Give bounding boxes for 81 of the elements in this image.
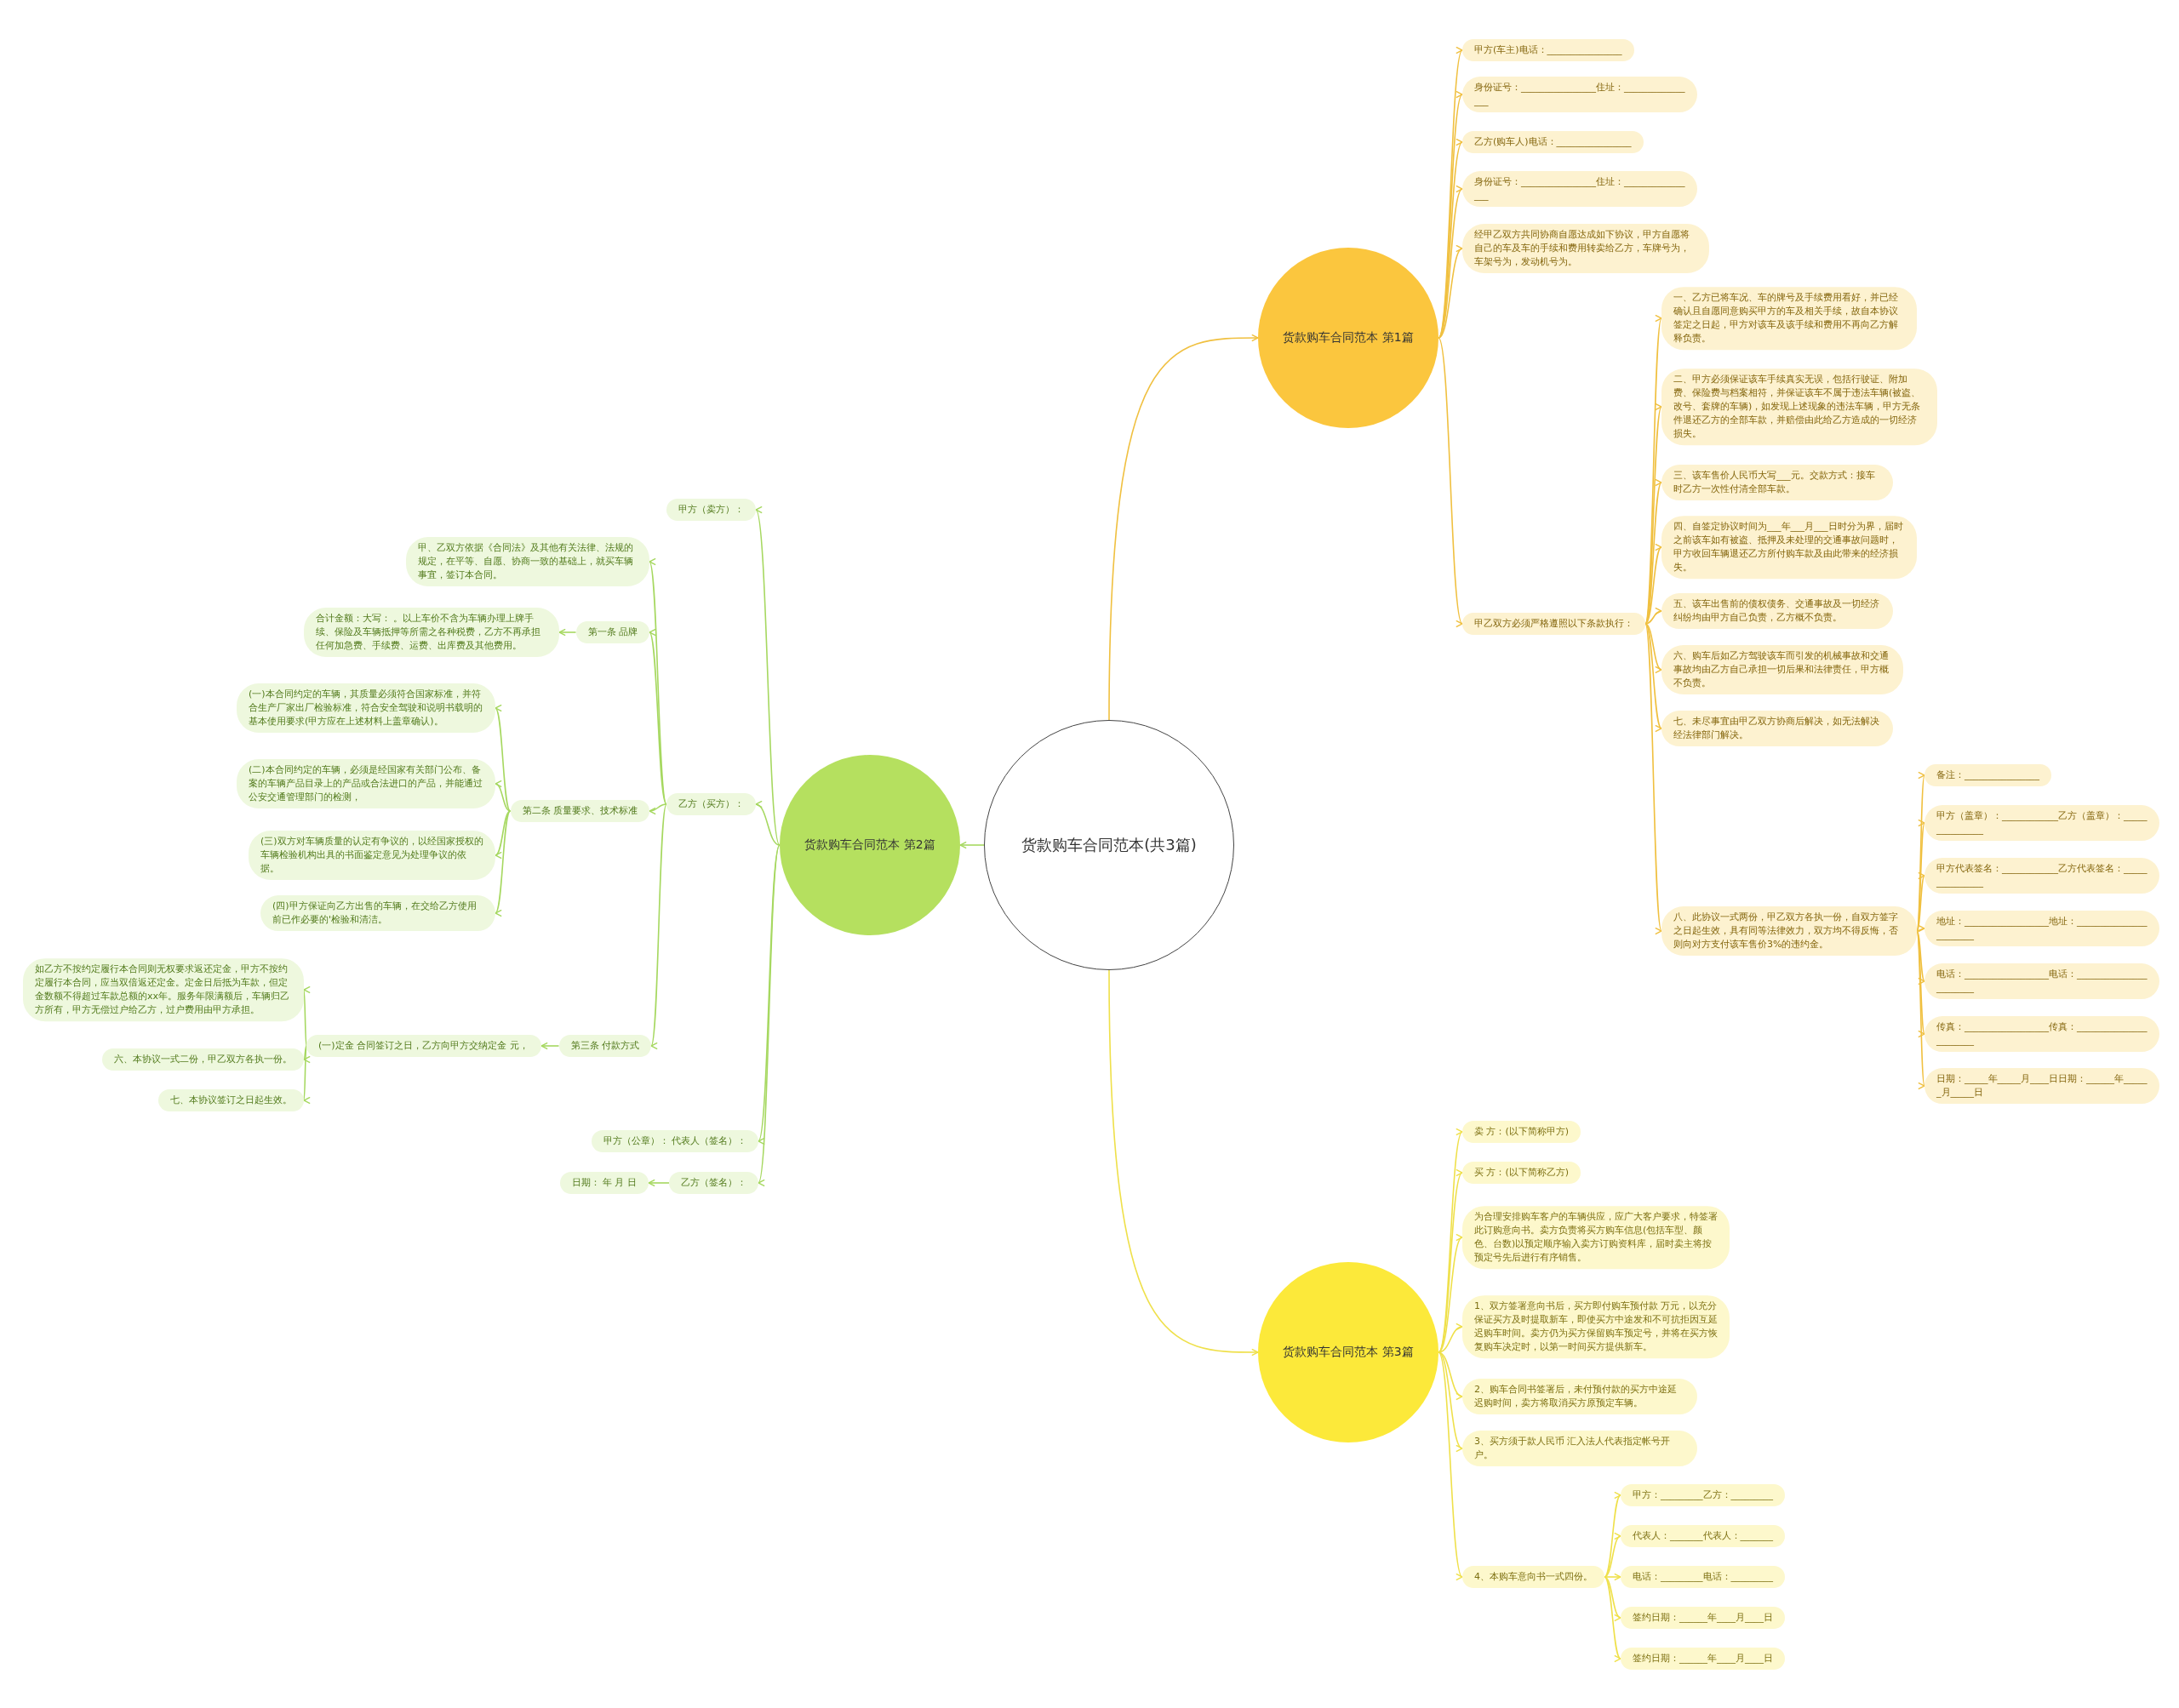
topic-bubble: 七、未尽事宜由甲乙双方协商后解决，如无法解决经法律部门解决。 — [1661, 711, 1893, 746]
connector-arrow — [1438, 1324, 1463, 1353]
topic-bubble: 代表人：_______代表人：_______ — [1621, 1525, 1785, 1547]
topic-bubble: 买 方：(以下简称乙方) — [1462, 1162, 1581, 1184]
topic-bubble: 八、此协议一式两份，甲乙双方各执一份，自双方签字之日起生效，具有同等法律效力，双方均不得反悔，否则向对方支付该车售价3%的违约金。 — [1661, 906, 1917, 956]
topic-bubble: 甲方代表签名：____________乙方代表签名：_______________ — [1924, 858, 2159, 894]
topic-bubble: 日期：_____年_____月____日日期：______年______月_____日 — [1924, 1068, 2159, 1104]
topic-bubble: 为合理安排购车客户的车辆供应，应广大客户要求，特签署此订购意向书。卖方负责将买方购车信息(包括车型、颜色、台数)以预定顺序输入卖方订购资料库，届时卖主将按预定号先后进行有序销售。 — [1462, 1206, 1730, 1269]
branch-topic-circle: 货款购车合同范本 第1篇 — [1258, 248, 1438, 428]
connector-arrow — [1644, 608, 1662, 625]
connector-arrow — [1916, 875, 1925, 932]
topic-bubble: (一)本合同约定的车辆，其质量必须符合国家标准，并符合生产厂家出厂检验标准，符合安全驾驶和说明书载明的基本使用要求(甲方应在上述材料上盖章确认)。 — [237, 683, 495, 733]
connector-arrow — [1604, 1573, 1621, 1581]
topic-bubble: 第三条 付款方式 — [558, 1035, 651, 1057]
topic-bubble: 签约日期：______年____月____日 — [1621, 1648, 1785, 1670]
topic-bubble: 四、自签定协议时间为___年___月___日时分为界，届时之前该车如有被盗、抵押及未处理的交通事故问题时，甲方收回车辆退还乙方所付购车款及由此带来的经济损失。 — [1661, 516, 1917, 579]
topic-bubble: 备注：________________ — [1924, 764, 2051, 786]
topic-bubble: 合计金额：大写： 。以上车价不含为车辆办理上牌手续、保险及车辆抵押等所需之各种税费，乙方不再承担任何加急费、手续费、运费、出库费及其他费用。 — [304, 608, 559, 657]
topic-bubble: 经甲乙双方共同协商自愿达成如下协议，甲方自愿将自己的车及车的手续和费用转卖给乙方，车牌号为，车架号为，发动机号为。 — [1462, 224, 1709, 273]
connector-arrow — [1438, 188, 1463, 339]
connector-arrow — [649, 631, 667, 805]
connector-arrow — [495, 782, 512, 812]
topic-bubble: 甲、乙双方依据《合同法》及其他有关法律、法规的规定，在平等、自愿、协商一致的基础上，就买车辆事宜，签订本合同。 — [406, 537, 649, 586]
branch-topic-circle: 货款购车合同范本 第2篇 — [780, 755, 960, 935]
topic-bubble: 甲方：_________乙方：_________ — [1621, 1484, 1785, 1506]
topic-bubble: 乙方(购车人)电话：________________ — [1462, 131, 1644, 153]
topic-bubble: 4、本购车意向书一式四份。 — [1462, 1566, 1604, 1588]
topic-bubble: 第一条 品牌 — [575, 621, 649, 643]
connector-arrow — [1604, 1494, 1621, 1578]
topic-bubble: 2、购车合同书签署后，未付预付款的买方中途延迟购时间，卖方将取消买方原预定车辆。 — [1462, 1379, 1697, 1414]
topic-bubble: 甲方(车主)电话：________________ — [1462, 39, 1634, 61]
topic-bubble: 3、买方须于款人民币 汇入法人代表指定帐号开户。 — [1462, 1431, 1697, 1466]
topic-bubble: 日期： 年 月 日 — [559, 1172, 649, 1194]
connector-arrow — [1438, 94, 1463, 339]
topic-bubble: 三、该车售价人民币大写___元。交款方式：接车时乙方一次性付清全部车款。 — [1661, 465, 1893, 500]
topic-bubble: 电话：_________电话：_________ — [1621, 1566, 1785, 1588]
topic-bubble: 电话：__________________电话：_______________________ — [1924, 963, 2159, 999]
connector-arrow — [1916, 822, 1926, 932]
topic-bubble: (三)双方对车辆质量的认定有争议的，以经国家授权的车辆检验机构出具的书面鉴定意见为处理争议的依据。 — [249, 831, 495, 880]
topic-bubble: 六、购车后如乙方驾驶该车而引发的机械事故和交通事故均由乙方自己承担一切后果和法律责任，甲方概不负责。 — [1661, 645, 1903, 694]
connector-arrow — [1108, 969, 1259, 1357]
connector-arrow — [558, 628, 577, 637]
topic-bubble: 如乙方不按约定履行本合同则无权要求返还定金，甲方不按约定履行本合同，应当双倍返还定金。定金日后抵为车款，但定金数额不得超过车款总额的xx年。服务年限满额后，车辆归乙方所有，甲方无偿过户给乙方，过户费用由甲方承担。 — [23, 958, 304, 1021]
topic-bubble: 1、双方签署意向书后，买方即付购车预付款 万元，以充分保证买方及时提取新车，即使买方中途发和不可抗拒因互延迟购车时间。卖方仍为买方保留购车预定号，并将在买方恢复购车决定时，以第一时间买方提供新车。 — [1462, 1295, 1730, 1358]
topic-bubble: 乙方（买方）： — [666, 793, 756, 815]
topic-bubble: 一、乙方已将车况、车的牌号及手续费用看好，并已经确认且自愿同意购买甲方的车及相关手续，故自本协议签定之日起，甲方对该车及该手续和费用不再向乙方解释负责。 — [1661, 287, 1917, 350]
connector-arrow — [959, 841, 985, 849]
topic-bubble: 甲方（盖章）：____________乙方（盖章）：_______________ — [1924, 805, 2159, 841]
topic-bubble: 甲乙双方必须严格遵照以下条款执行： — [1462, 613, 1645, 635]
topic-bubble: 第二条 质量要求、技术标准 — [510, 800, 649, 822]
topic-bubble: 地址：__________________地址：_______________________ — [1924, 911, 2159, 946]
connector-arrow — [1604, 1576, 1621, 1619]
topic-bubble: 传真：__________________传真：_______________________ — [1924, 1016, 2159, 1052]
central-topic-circle: 货款购车合同范本(共3篇) — [984, 720, 1234, 970]
connector-arrow — [755, 802, 781, 846]
topic-bubble: 七、本协议签订之日起生效。 — [158, 1089, 304, 1111]
topic-bubble: 身份证号：________________住址：________________ — [1462, 77, 1697, 112]
connector-arrow — [648, 1179, 670, 1187]
connector-arrow — [1438, 248, 1463, 339]
branch-topic-circle: 货款购车合同范本 第3篇 — [1258, 1262, 1438, 1442]
connector-arrow — [1916, 925, 1925, 933]
topic-bubble: 乙方（签名）： — [669, 1172, 758, 1194]
topic-bubble: (二)本合同约定的车辆，必须是经国家有关部门公布、备案的车辆产品目录上的产品或合法进口的产品，并能通过公安交通管理部门的检测， — [237, 759, 495, 808]
topic-bubble: (四)甲方保证向乙方出售的车辆，在交给乙方使用前已作必要的'检验和清洁。 — [260, 895, 495, 931]
topic-bubble: 身份证号：________________住址：________________ — [1462, 171, 1697, 207]
connector-arrow — [1438, 1237, 1463, 1353]
topic-bubble: 卖 方：(以下简称甲方) — [1462, 1121, 1581, 1143]
connector-arrow — [754, 509, 781, 846]
topic-bubble: 六、本协议一式二份，甲乙双方各执一份。 — [102, 1048, 304, 1071]
topic-bubble: 五、该车出售前的债权债务、交通事故及一切经济纠纷均由甲方自己负责，乙方概不负责。 — [1661, 593, 1893, 629]
connector-arrow — [1644, 546, 1662, 625]
connector-arrow — [649, 803, 667, 814]
connector-arrow — [1604, 1534, 1621, 1578]
connector-arrow — [1108, 334, 1259, 721]
topic-bubble: (一)定金 合同签订之日，乙方向甲方交纳定金 元， — [306, 1035, 541, 1057]
topic-bubble: 签约日期：______年____月____日 — [1621, 1607, 1785, 1629]
topic-bubble: 甲方（公章）： 代表人（签名）： — [591, 1130, 758, 1152]
topic-bubble: 二、甲方必须保证该车手续真实无误，包括行驶证、附加费、保险费与档案相符，并保证该车不属于违法车辆(被盗、改号、套牌的车辆)，如发现上述现象的违法车辆，甲方无条件退还乙方的全部车款，并赔偿由此给乙方造成的一切经济损失。 — [1661, 368, 1937, 445]
topic-bubble: 甲方（卖方）： — [666, 499, 756, 521]
connector-arrow — [540, 1042, 560, 1050]
connector-arrow — [495, 707, 512, 812]
